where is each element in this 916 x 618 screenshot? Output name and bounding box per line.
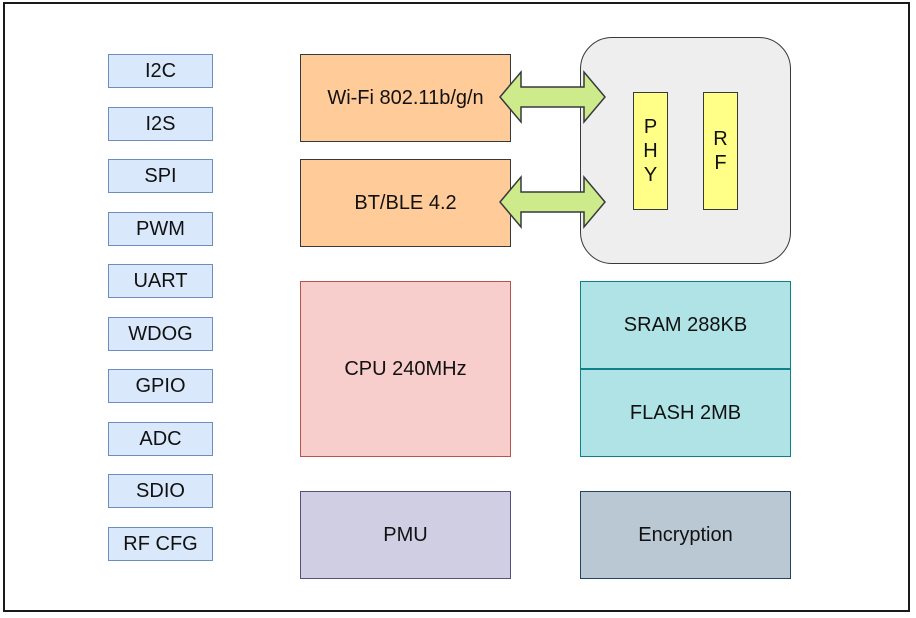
- peripheral-label: ADC: [139, 427, 182, 450]
- encryption-label: Encryption: [638, 523, 733, 546]
- peripheral-label: I2S: [145, 112, 176, 135]
- bt-ble-block: BT/BLE 4.2: [300, 159, 511, 247]
- cpu-block: CPU 240MHz: [300, 281, 511, 457]
- cpu-label: CPU 240MHz: [344, 357, 467, 380]
- peripheral-i2c: I2C: [108, 54, 213, 88]
- bt-ble-label: BT/BLE 4.2: [354, 191, 457, 214]
- pmu-block: PMU: [300, 491, 511, 579]
- peripheral-i2s: I2S: [108, 107, 213, 141]
- flash-label: FLASH 2MB: [629, 401, 742, 424]
- phy-label: P H Y: [643, 116, 658, 186]
- peripheral-spi: SPI: [108, 159, 213, 193]
- peripheral-label: SPI: [144, 164, 177, 187]
- peripheral-uart: UART: [108, 264, 213, 298]
- encryption-block: Encryption: [580, 491, 791, 579]
- sram-label: SRAM 288KB: [623, 313, 748, 336]
- wifi-block: Wi-Fi 802.11b/g/n: [300, 54, 511, 142]
- flash-block: FLASH 2MB: [580, 369, 791, 457]
- peripheral-label: UART: [133, 269, 188, 292]
- peripheral-label: I2C: [144, 59, 177, 82]
- peripheral-label: SDIO: [136, 479, 185, 502]
- peripheral-label: WDOG: [128, 322, 193, 345]
- peripheral-label: GPIO: [135, 374, 186, 397]
- rf-label: R F: [713, 128, 728, 174]
- peripheral-gpio: GPIO: [108, 369, 213, 403]
- rf-frontend-group: [580, 37, 791, 264]
- sram-block: SRAM 288KB: [580, 281, 791, 369]
- pmu-label: PMU: [383, 523, 428, 546]
- peripheral-label: PWM: [136, 217, 185, 240]
- peripheral-label: RF CFG: [123, 532, 198, 555]
- rf-block: R F: [703, 92, 738, 210]
- phy-block: P H Y: [633, 92, 668, 210]
- peripheral-rf-cfg: RF CFG: [108, 527, 213, 561]
- peripheral-wdog: WDOG: [108, 317, 213, 351]
- peripheral-pwm: PWM: [108, 212, 213, 246]
- peripheral-adc: ADC: [108, 422, 213, 456]
- peripheral-sdio: SDIO: [108, 474, 213, 508]
- wifi-label: Wi-Fi 802.11b/g/n: [327, 86, 484, 109]
